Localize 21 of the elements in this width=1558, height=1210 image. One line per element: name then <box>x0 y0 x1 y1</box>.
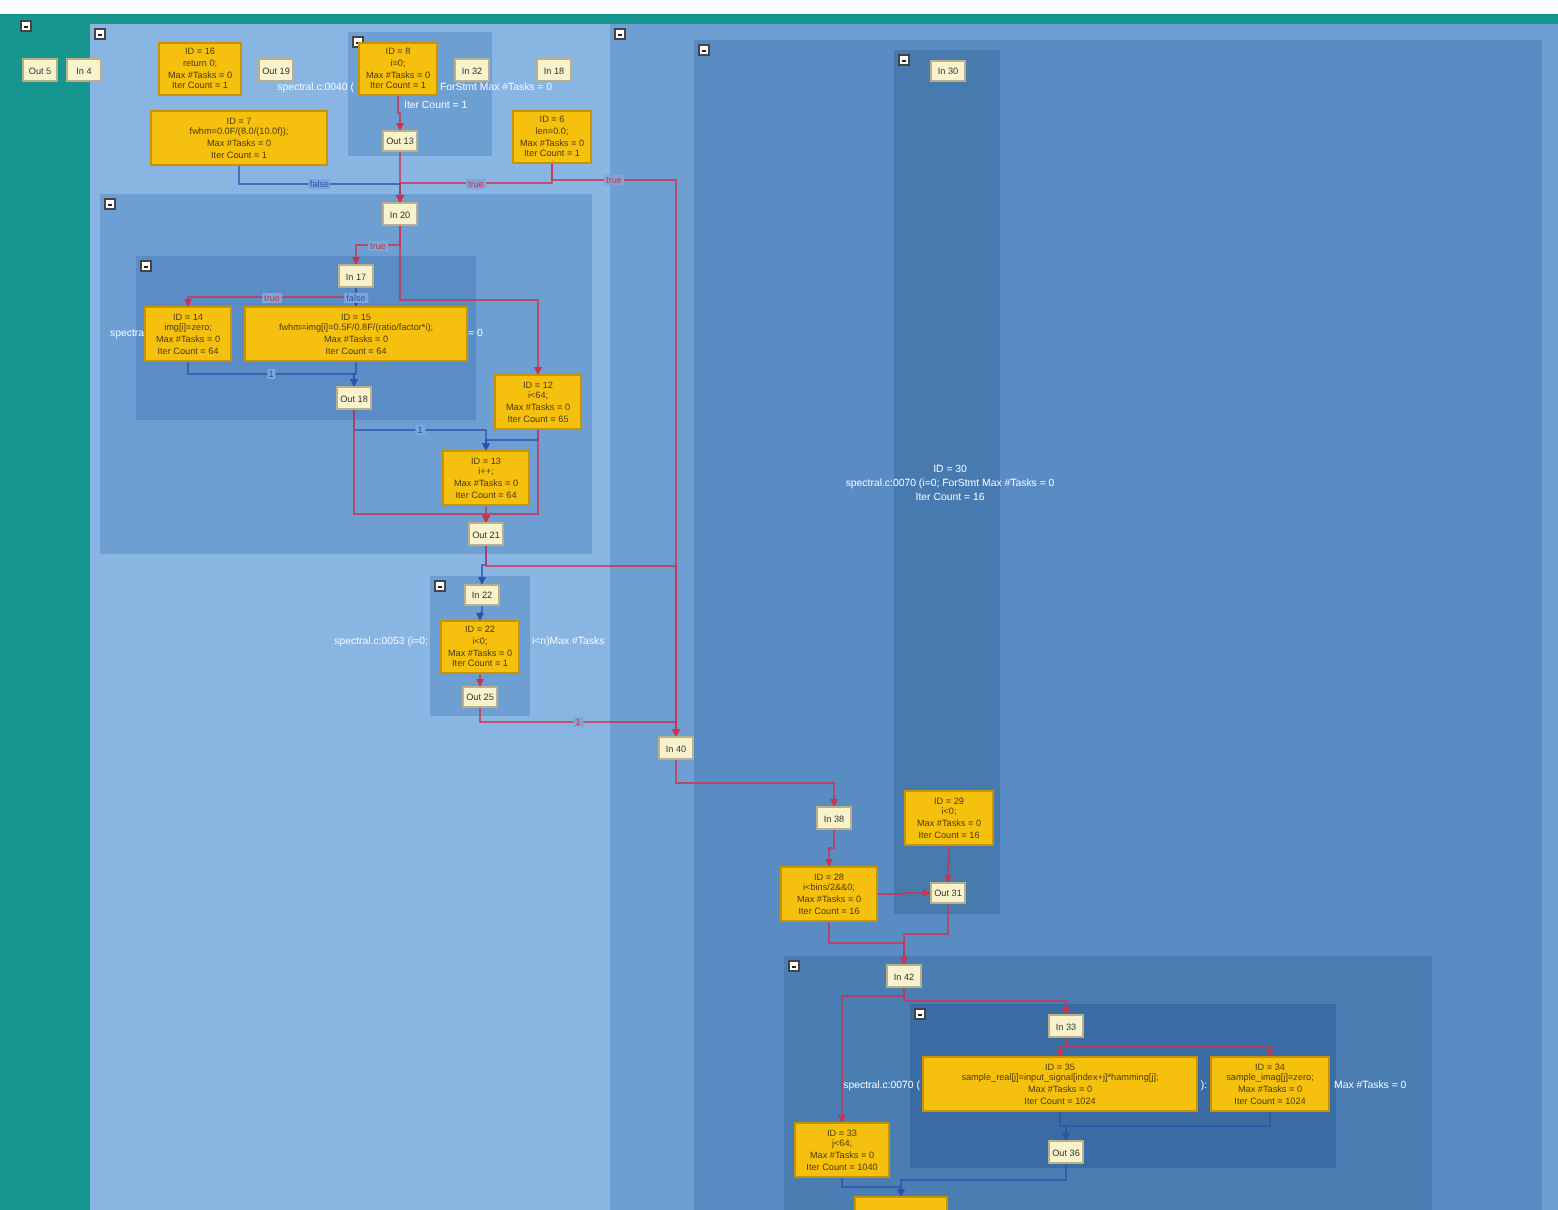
group-panel <box>910 1004 1336 1168</box>
connector-arrow <box>841 1177 905 1197</box>
connector-arrow <box>1062 1111 1271 1141</box>
connector-arrow <box>944 845 952 883</box>
group-panel <box>784 956 1432 1210</box>
connector-arrow <box>476 673 484 687</box>
connector-arrow <box>838 987 905 1123</box>
connector-arrow <box>675 759 838 807</box>
connector-arrow <box>396 95 404 131</box>
group-panel <box>100 194 592 554</box>
connector-arrow <box>900 903 949 965</box>
connector-arrow <box>1065 1037 1274 1057</box>
connector-arrow <box>399 225 542 375</box>
group-panel <box>90 24 1558 1210</box>
connector-arrow <box>825 829 835 867</box>
group-panel <box>430 576 530 716</box>
connector-arrow <box>476 605 484 621</box>
connector-arrow <box>350 361 358 387</box>
connector-arrow <box>482 429 539 523</box>
connector-arrow <box>551 163 680 737</box>
connector-arrow <box>877 889 931 897</box>
